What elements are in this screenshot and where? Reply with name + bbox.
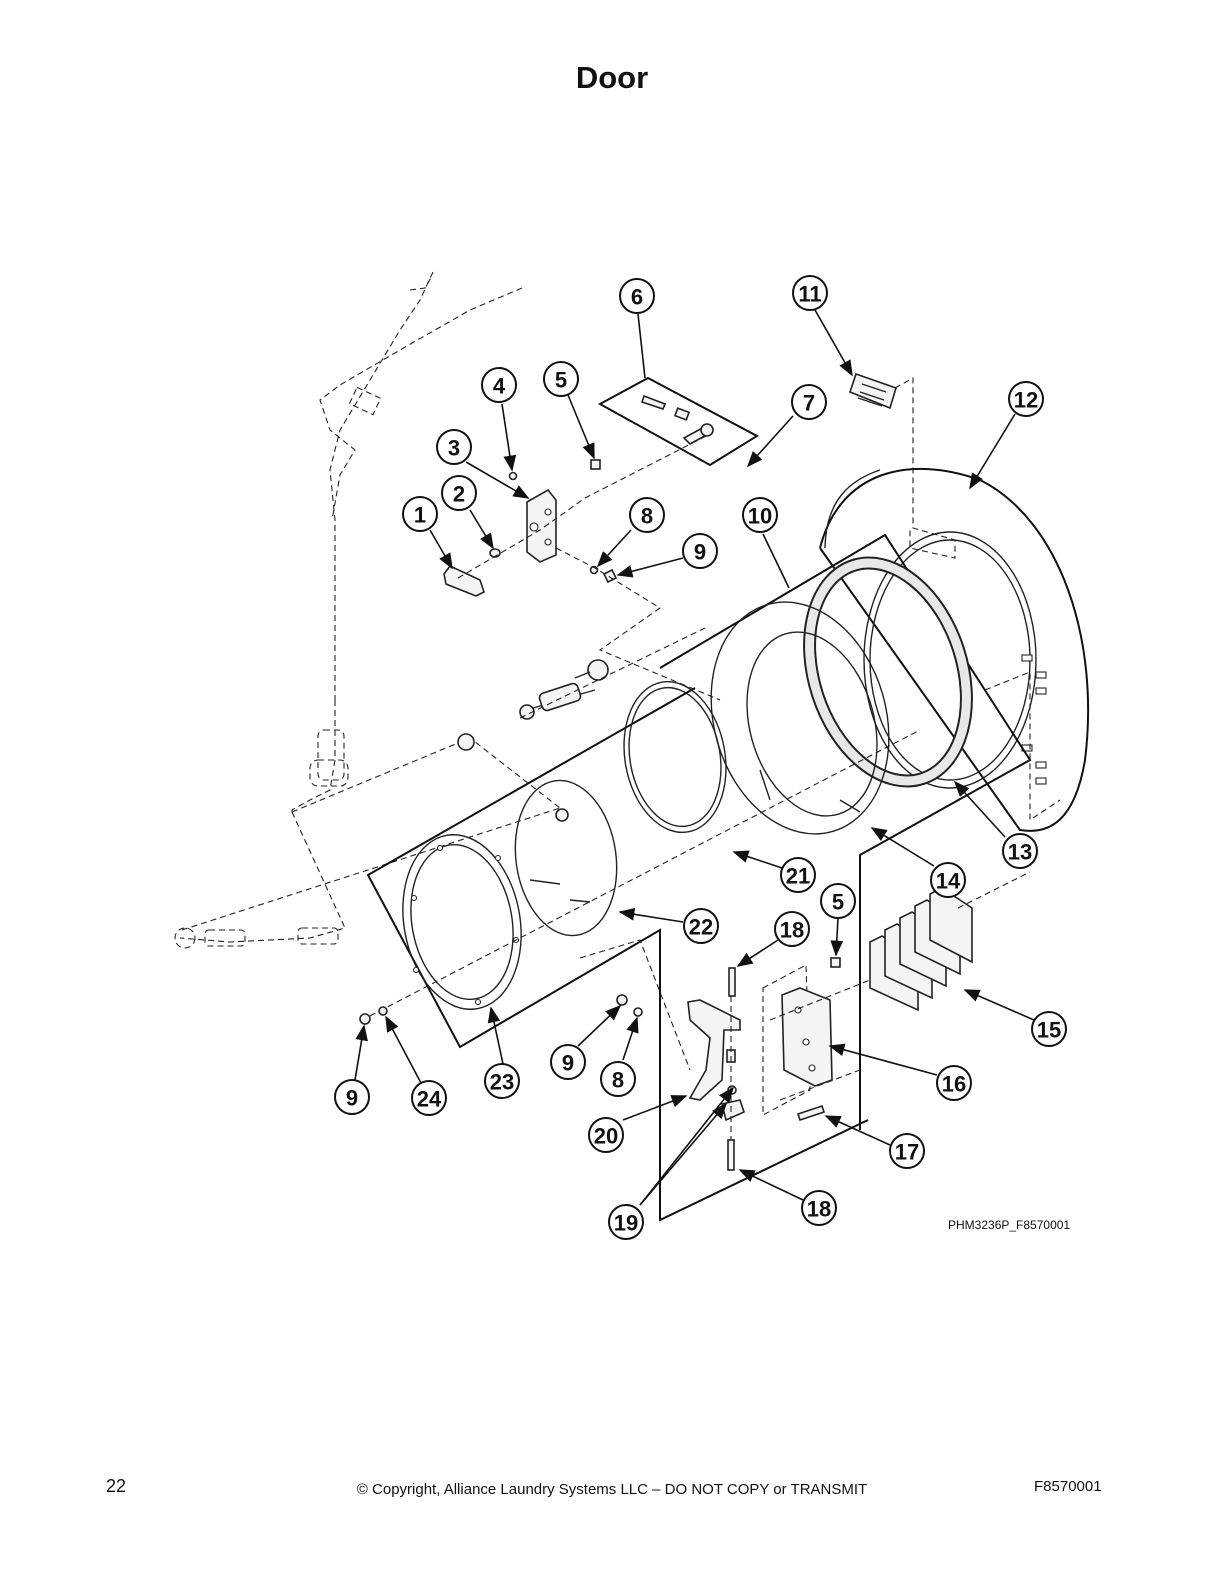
door-lock-connector xyxy=(457,627,706,751)
hinge-block xyxy=(762,957,871,1122)
page-number: 22 xyxy=(106,1476,127,1496)
callout-18-lower: 18 xyxy=(801,1190,837,1226)
svg-text:1: 1 xyxy=(414,503,426,528)
svg-text:18: 18 xyxy=(807,1197,831,1222)
svg-text:15: 15 xyxy=(1037,1018,1061,1043)
callout-24: 24 xyxy=(411,1080,447,1116)
callout-13: 13 xyxy=(1002,833,1038,869)
callout-3: 3 xyxy=(436,429,472,465)
bottom-fasteners xyxy=(359,729,921,1071)
callout-7: 7 xyxy=(791,384,827,420)
svg-text:7: 7 xyxy=(803,391,815,416)
door-frame-outline xyxy=(366,533,1032,1222)
svg-text:20: 20 xyxy=(594,1124,618,1149)
callout-9-lower-middle: 9 xyxy=(550,1044,586,1080)
svg-text:8: 8 xyxy=(641,504,653,529)
svg-text:12: 12 xyxy=(1014,388,1038,413)
callout-18: 18 xyxy=(774,911,810,947)
callout-5-lower: 5 xyxy=(820,883,856,919)
wire-harness xyxy=(174,271,561,949)
callout-11: 11 xyxy=(792,275,828,311)
callout-8-lower: 8 xyxy=(600,1061,636,1097)
svg-text:16: 16 xyxy=(942,1072,966,1097)
callout-2: 2 xyxy=(441,475,477,511)
drawing-code: PHM3236P_F8570001 xyxy=(948,1218,1071,1232)
door-gasket xyxy=(803,556,973,788)
svg-text:24: 24 xyxy=(417,1087,442,1112)
door-glass xyxy=(514,779,618,937)
callout-6: 6 xyxy=(619,278,655,314)
callout-leaders xyxy=(354,309,1035,1206)
warning-label xyxy=(849,372,956,559)
svg-text:9: 9 xyxy=(346,1086,358,1111)
callout-19: 19 xyxy=(608,1204,644,1240)
callout-8: 8 xyxy=(629,497,665,533)
svg-text:13: 13 xyxy=(1008,840,1032,865)
callout-4: 4 xyxy=(481,367,517,403)
svg-text:5: 5 xyxy=(555,368,567,393)
callout-17: 17 xyxy=(889,1133,925,1169)
callout-5: 5 xyxy=(543,361,579,397)
footer-copyright: © Copyright, Alliance Laundry Systems LL… xyxy=(356,1481,868,1498)
handle-parts xyxy=(443,432,721,701)
callout-16: 16 xyxy=(936,1065,972,1101)
glass-gasket xyxy=(623,680,727,834)
svg-text:18: 18 xyxy=(780,918,804,943)
callout-22: 22 xyxy=(683,908,719,944)
svg-text:9: 9 xyxy=(694,540,706,565)
page-title: Door xyxy=(575,60,649,95)
hinge-pin-kit xyxy=(597,376,760,467)
callout-12: 12 xyxy=(1008,381,1044,417)
outer-door-ring xyxy=(402,834,522,1010)
svg-text:2: 2 xyxy=(453,482,465,507)
document-number: F8570001 xyxy=(1034,1478,1102,1495)
svg-text:10: 10 xyxy=(748,504,772,529)
svg-text:3: 3 xyxy=(448,436,460,461)
callout-9-lower-left: 9 xyxy=(334,1079,370,1115)
svg-text:6: 6 xyxy=(631,285,643,310)
svg-text:21: 21 xyxy=(786,864,810,889)
callout-21: 21 xyxy=(780,857,816,893)
callout-9: 9 xyxy=(682,533,718,569)
svg-text:4: 4 xyxy=(493,374,506,399)
svg-text:11: 11 xyxy=(798,282,821,307)
callout-23: 23 xyxy=(484,1063,520,1099)
svg-text:22: 22 xyxy=(689,915,713,940)
svg-text:19: 19 xyxy=(614,1211,638,1236)
callout-1: 1 xyxy=(402,496,438,532)
callout-10: 10 xyxy=(742,497,778,533)
callout-15: 15 xyxy=(1031,1011,1067,1047)
hinge-shims xyxy=(869,871,1031,1012)
hinge-bracket xyxy=(687,967,745,1171)
callout-20: 20 xyxy=(588,1117,624,1153)
svg-text:9: 9 xyxy=(562,1051,574,1076)
svg-text:8: 8 xyxy=(612,1068,624,1093)
svg-text:14: 14 xyxy=(936,869,961,894)
svg-text:5: 5 xyxy=(832,890,844,915)
callout-14: 14 xyxy=(930,862,966,898)
svg-text:23: 23 xyxy=(490,1070,514,1095)
outer-door-panel xyxy=(819,467,1090,832)
svg-text:17: 17 xyxy=(895,1140,919,1165)
